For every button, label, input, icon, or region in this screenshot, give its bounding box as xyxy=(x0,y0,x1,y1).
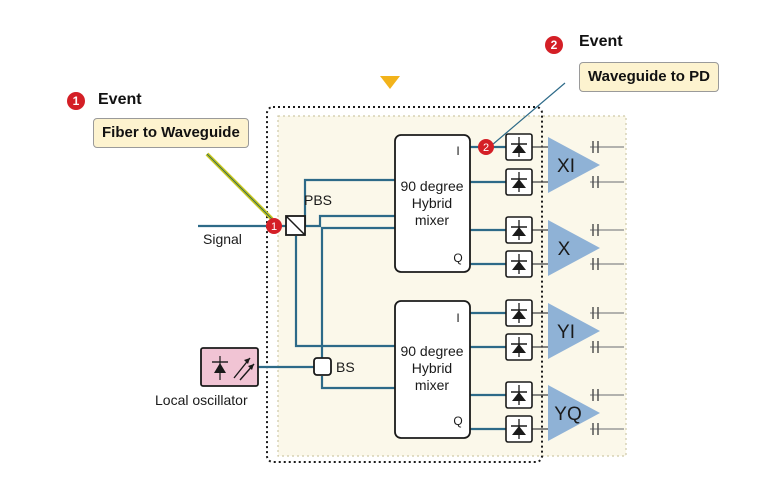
event-1-title: Event xyxy=(98,91,142,108)
bs-icon xyxy=(313,357,332,376)
mixer-2-port-q: Q xyxy=(453,414,462,428)
amplifier-xi-icon xyxy=(548,137,600,193)
event-2-title: Event xyxy=(579,33,623,50)
event-1-callout: Fiber to Waveguide xyxy=(93,118,249,148)
mixer-2-port-i: I xyxy=(456,311,459,325)
amplifier-yi-icon xyxy=(548,303,600,359)
photodiode-icon xyxy=(505,333,533,361)
pbs-label: PBS xyxy=(304,192,332,208)
bs-label: BS xyxy=(336,359,355,375)
photodiodes xyxy=(505,133,533,443)
mixer-2-line2: Hybrid xyxy=(412,360,452,376)
local-oscillator-icon xyxy=(200,347,259,387)
mixer-1-line3: mixer xyxy=(415,212,450,228)
event-2-callout: Waveguide to PD xyxy=(579,62,719,92)
event-1-marker-icon xyxy=(266,218,282,234)
mixer-1-line1: 90 degree xyxy=(400,178,463,194)
pd-connectors xyxy=(532,146,548,430)
waveguides xyxy=(198,145,506,431)
photodiode-icon xyxy=(505,415,533,443)
event-1-pointer-inner xyxy=(206,153,273,220)
output-traces xyxy=(590,146,624,430)
mixer-2-line1: 90 degree xyxy=(400,343,463,359)
event-2-marker-icon xyxy=(478,139,494,155)
mixer-1-line2: Hybrid xyxy=(412,195,452,211)
mixer-2-line3: mixer xyxy=(415,377,450,393)
event-2-marker-number: 2 xyxy=(483,142,489,154)
local-oscillator-label: Local oscillator xyxy=(155,392,248,408)
pbs-icon xyxy=(285,215,306,236)
amplifier-x-icon xyxy=(548,220,600,276)
capacitor-marks xyxy=(592,141,599,435)
mixer-1-box xyxy=(394,134,471,273)
event-2-pointer xyxy=(491,82,566,146)
photodiode-icon xyxy=(505,299,533,327)
photodiode-icon xyxy=(505,133,533,161)
output-yq-label: YQ xyxy=(554,404,581,425)
amplifier-yq-icon xyxy=(548,385,600,441)
output-xi-label: XI xyxy=(557,156,575,177)
mixer-2-box xyxy=(394,300,471,439)
photodiode-icon xyxy=(505,216,533,244)
event-1-marker-number: 1 xyxy=(271,221,277,233)
photodiode-icon xyxy=(505,381,533,409)
photodiode-icon xyxy=(505,250,533,278)
mixer-1-port-i: I xyxy=(456,144,459,158)
event-1-badge: 1 xyxy=(67,92,85,110)
mixer-1-port-q: Q xyxy=(453,251,462,265)
output-x-label: X xyxy=(558,239,571,260)
package-outline xyxy=(266,106,543,463)
signal-label: Signal xyxy=(203,231,242,247)
marker-triangle-icon xyxy=(380,76,400,89)
photodiode-icon xyxy=(505,168,533,196)
output-yi-label: YI xyxy=(557,322,575,343)
event-2-badge: 2 xyxy=(545,36,563,54)
